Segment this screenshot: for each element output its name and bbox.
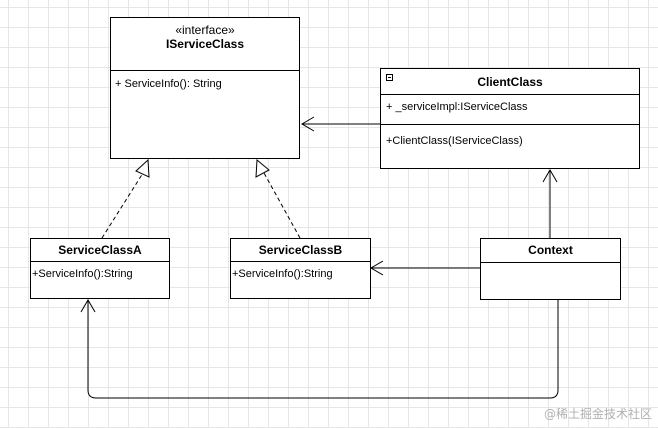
method-serviceinfo: +ServiceInfo():String	[232, 268, 333, 280]
association-context-to-service-a	[80, 299, 559, 399]
compartment-divider	[231, 261, 370, 262]
class-name-serviceclassa: ServiceClassA	[58, 243, 142, 257]
compartment-divider	[111, 70, 299, 71]
watermark: @稀土掘金技术社区	[543, 407, 652, 421]
compartment-divider	[31, 261, 169, 262]
class-name-context: Context	[528, 243, 573, 257]
association-context-to-service-b	[370, 260, 480, 276]
collapse-toggle[interactable]	[386, 74, 393, 81]
compartment-divider	[381, 94, 639, 95]
class-name-clientclass: ClientClass	[477, 75, 543, 89]
stereotype-label: «interface»	[175, 23, 235, 37]
class-name-serviceclassb: ServiceClassB	[258, 243, 343, 257]
class-name-iserviceclass: IServiceClass	[165, 37, 245, 51]
class-iserviceclass[interactable]: «interface» IServiceClass + ServiceInfo(…	[110, 17, 300, 159]
method-serviceinfo: + ServiceInfo(): String	[115, 78, 222, 90]
class-serviceclassb[interactable]: ServiceClassB +ServiceInfo():String	[230, 238, 371, 299]
association-client-to-interface	[301, 116, 380, 132]
class-context[interactable]: Context	[480, 238, 621, 300]
association-context-to-client	[542, 169, 558, 238]
class-serviceclassa[interactable]: ServiceClassA +ServiceInfo():String	[30, 238, 170, 299]
realization-b-to-interface	[255, 158, 301, 239]
class-clientclass[interactable]: ClientClass + _serviceImpl:IServiceClass…	[380, 68, 640, 169]
method-clientclass-constructor: +ClientClass(IServiceClass)	[386, 135, 523, 147]
realization-a-to-interface	[101, 158, 150, 239]
attribute-serviceimpl: + _serviceImpl:IServiceClass	[386, 101, 528, 113]
method-serviceinfo: +ServiceInfo():String	[32, 268, 133, 280]
compartment-divider	[381, 124, 639, 125]
compartment-divider	[481, 262, 620, 263]
